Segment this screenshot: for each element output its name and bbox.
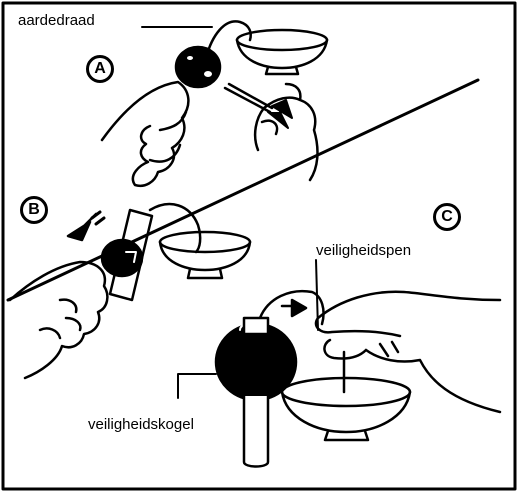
safety-pin-label: veiligheidspen — [316, 242, 411, 259]
panel-c-drawing — [178, 260, 500, 467]
panel-b-bowl — [160, 232, 250, 278]
panel-c-tube-top — [244, 318, 268, 334]
safety-ball-leader — [178, 374, 216, 398]
panel-c-bowl — [282, 352, 410, 440]
panel-a-drawing — [102, 21, 327, 185]
panel-a-arrow — [268, 100, 292, 128]
panel-a-ball — [176, 47, 220, 87]
panel-b-ball — [102, 240, 142, 276]
panel-a-left-hand — [102, 82, 188, 186]
step-b-marker: B — [20, 196, 48, 224]
step-c-marker: C — [433, 203, 461, 231]
earth-wire-label: aardedraad — [18, 12, 95, 29]
step-a-marker: A — [86, 55, 114, 83]
panel-a-right-hand — [255, 84, 317, 180]
panel-c-arrow — [282, 300, 306, 316]
panel-b-hand — [10, 262, 107, 378]
safety-ball-label: veiligheidskogel — [88, 416, 194, 433]
panel-b-wire — [150, 204, 200, 252]
panel-divider — [8, 80, 478, 300]
panel-c-tube — [244, 396, 268, 467]
panel-b-drawing — [10, 204, 250, 378]
